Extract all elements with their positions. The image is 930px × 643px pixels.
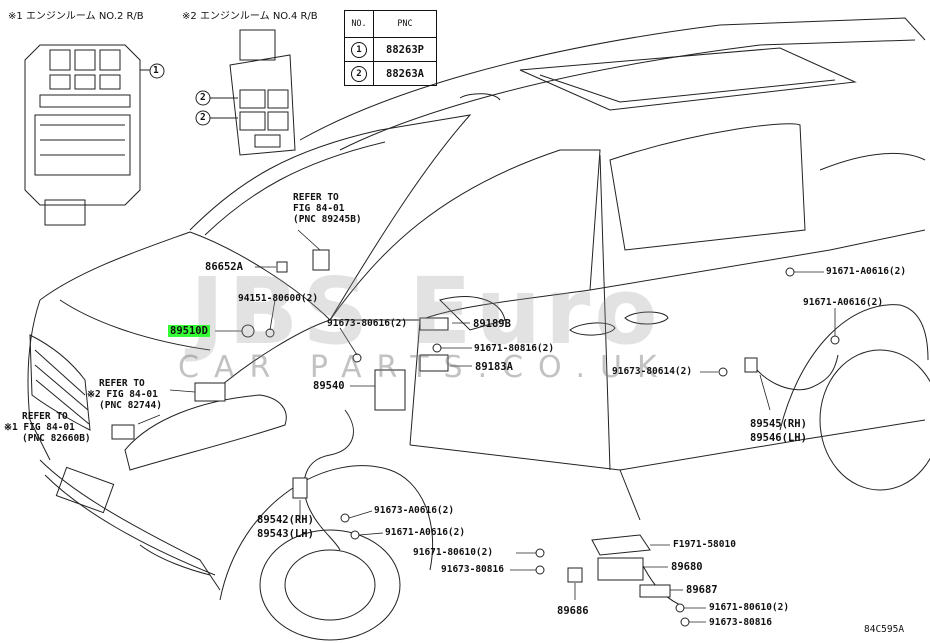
- part-89183A-shape: [419, 354, 449, 372]
- inset-relay-block-2: [195, 29, 296, 156]
- part-label-89543[interactable]: 89543(LH): [257, 528, 314, 540]
- vehicle-roof: [299, 17, 926, 141]
- part-86652A-shape: [276, 261, 288, 273]
- ref-note-89245B-line1: REFER TO: [293, 192, 339, 203]
- part-label-91671-A0616-low[interactable]: 91671-A0616(2): [385, 527, 466, 538]
- inset-2-callout-a: 2: [200, 92, 206, 103]
- watermark-text: CAR PARTS.CO.UK: [178, 350, 672, 385]
- part-label-91671-80610-b[interactable]: 91671-80610(2): [709, 602, 790, 613]
- part-F1971-shape: [591, 534, 651, 556]
- inset-2-label: エンジンルーム NO.4 R/B: [199, 11, 318, 22]
- part-89189B-shape: [419, 317, 449, 331]
- rear-wheel-arch: [779, 304, 929, 431]
- part-label-89183A[interactable]: 89183A: [475, 361, 513, 373]
- ref-note-82744-line3: (PNC 82744): [99, 400, 162, 411]
- pnc-table-header: NO. PNC: [344, 10, 437, 38]
- inset-1-callout: 1: [153, 65, 159, 76]
- hood: [39, 231, 331, 321]
- part-label-86652A[interactable]: 86652A: [205, 261, 243, 273]
- part-label-91671-80816[interactable]: 91671-80816(2): [474, 343, 555, 354]
- part-label-F1971-58010[interactable]: F1971-58010: [673, 539, 736, 550]
- sunroof: [519, 47, 857, 111]
- inset-2-mark: ※2: [182, 11, 197, 22]
- part-label-91673-A0616[interactable]: 91673-A0616(2): [374, 505, 455, 516]
- ref-note-89245B-line3: (PNC 89245B): [293, 214, 362, 225]
- inset-2-title: ※2 エンジンルーム NO.4 R/B: [182, 11, 318, 23]
- grille: [29, 334, 91, 431]
- part-89540-shape: [374, 369, 406, 411]
- pnc-row-1-pnc[interactable]: 88263P: [373, 37, 437, 62]
- part-label-91671-A0616-mid[interactable]: 91671-A0616(2): [803, 297, 884, 308]
- wheel-sensor-harness-rear: [749, 354, 839, 391]
- ref-note-82660B-line3: (PNC 82660B): [22, 433, 91, 444]
- part-label-91673-80616[interactable]: 91673-80616(2): [327, 318, 408, 329]
- table-row: 2 88263A: [344, 61, 437, 86]
- pnc-header-no: NO.: [344, 10, 374, 38]
- pnc-row-2-pnc[interactable]: 88263A: [373, 61, 437, 86]
- part-label-91671-A0616-top[interactable]: 91671-A0616(2): [826, 266, 907, 277]
- part-label-89510D[interactable]: 89510D: [168, 325, 210, 337]
- part-label-89546[interactable]: 89546(LH): [750, 432, 807, 444]
- part-label-89542[interactable]: 89542(RH): [257, 514, 314, 526]
- part-89686-shape: [567, 567, 583, 583]
- part-label-89687[interactable]: 89687: [686, 584, 718, 596]
- part-89545-sensor: [744, 357, 758, 373]
- ref-note-82660B-line1: REFER TO: [22, 411, 68, 422]
- part-label-91673-80614[interactable]: 91673-80614(2): [612, 366, 693, 377]
- front-wheel-arch: [219, 465, 434, 601]
- windshield: [189, 114, 472, 321]
- part-label-89540[interactable]: 89540: [313, 380, 345, 392]
- pnc-row-2-no: 2: [351, 65, 367, 82]
- inset-1-mark: ※1: [8, 11, 23, 22]
- front-wheel: [259, 529, 401, 641]
- ref-note-89245B-line2: FIG 84-01: [293, 203, 345, 214]
- part-82744-shape: [194, 382, 226, 402]
- pnc-row-1-no: 1: [351, 41, 367, 58]
- figure-code: 84C595A: [864, 624, 905, 635]
- watermark-logo: JBS Euro: [190, 258, 662, 365]
- front-bumper: [39, 459, 221, 591]
- part-89680-shape: [597, 557, 644, 581]
- inset-relay-block-1: [24, 44, 165, 226]
- part-label-89510D-text: 89510D: [168, 325, 210, 337]
- ref-note-82744[interactable]: REFER TO ※2 FIG 84-01 (PNC 82744): [87, 378, 162, 411]
- part-89687-shape: [639, 584, 671, 598]
- part-label-94151-80600[interactable]: 94151-80600(2): [238, 293, 319, 304]
- table-row: 1 88263P: [344, 37, 437, 62]
- inset-2-callout-b: 2: [200, 112, 206, 123]
- ref-note-89245B[interactable]: REFER TO FIG 84-01 (PNC 89245B): [293, 192, 362, 225]
- inset-1-title: ※1 エンジンルーム NO.2 R/B: [8, 11, 144, 23]
- part-label-89189B[interactable]: 89189B: [473, 318, 511, 330]
- ref-note-82660B[interactable]: REFER TO ※1 FIG 84-01 (PNC 82660B): [4, 411, 91, 444]
- pnc-header-pnc: PNC: [373, 10, 437, 38]
- part-label-91673-80816[interactable]: 91673-80816: [441, 564, 504, 575]
- part-label-91673-80816-b[interactable]: 91673-80816: [709, 617, 772, 628]
- part-label-89545[interactable]: 89545(RH): [750, 418, 807, 430]
- part-label-89686[interactable]: 89686: [557, 605, 589, 617]
- headlight: [124, 394, 287, 471]
- ref-note-82744-line1: REFER TO: [99, 378, 145, 389]
- part-label-89680[interactable]: 89680: [671, 561, 703, 573]
- part-label-91671-80610[interactable]: 91671-80610(2): [413, 547, 494, 558]
- part-89245B-shape: [312, 249, 330, 271]
- wheel-sensor-harness-front: [303, 409, 354, 551]
- ref-note-82660B-line2: ※1 FIG 84-01: [4, 422, 75, 433]
- pnc-table: NO. PNC 1 88263P 2 88263A: [344, 10, 437, 86]
- rear-wheel: [819, 349, 930, 491]
- inset-1-label: エンジンルーム NO.2 R/B: [25, 11, 144, 22]
- part-89542-sensor: [292, 477, 308, 499]
- ref-note-82744-line2: ※2 FIG 84-01: [87, 389, 158, 400]
- part-82660B-shape: [111, 424, 135, 440]
- side-window: [609, 123, 806, 251]
